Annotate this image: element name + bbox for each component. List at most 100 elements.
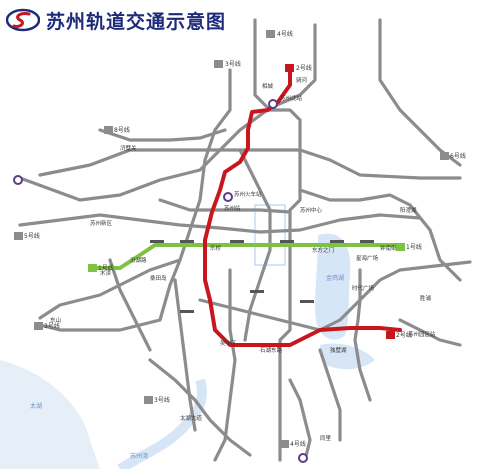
transfer-suzhou-station-icon[interactable]	[223, 192, 233, 202]
lake-taihu	[0, 360, 100, 469]
river-south	[117, 378, 207, 469]
line-badge-label: 1号线	[98, 264, 114, 272]
line3-path	[253, 18, 302, 462]
line14-path	[298, 188, 462, 282]
line-badge-label: 4号线	[290, 440, 306, 448]
badge-line2-north[interactable]: 2号线	[285, 64, 312, 72]
line-badge-label: 2号线	[296, 64, 312, 72]
line-badge-label: 3号线	[154, 396, 170, 404]
station-tick	[280, 240, 294, 243]
line-badge-label: 5号线	[24, 232, 40, 240]
lake-dushu	[320, 343, 375, 370]
line-badge-label: 4号线	[277, 30, 293, 38]
station-tick	[180, 310, 194, 313]
station-label[interactable]: 苏州北站	[280, 94, 303, 102]
badge-line2-east[interactable]: 2号线	[386, 331, 412, 339]
place-label-taihu: 太湖	[30, 402, 42, 410]
line7-path	[378, 18, 462, 167]
station-tick	[230, 240, 244, 243]
line22-path	[158, 198, 292, 214]
line10-path	[198, 260, 472, 332]
line18-path	[148, 358, 252, 457]
station-ticks	[150, 240, 374, 313]
badge-line6-east[interactable]: 6号线	[440, 152, 466, 160]
place-label-jinji: 金鸡湖	[326, 274, 344, 282]
badge-line3-north[interactable]: 3号线	[214, 60, 241, 68]
line4-path	[18, 23, 317, 202]
badge-line1-west[interactable]: 1号线	[88, 264, 114, 272]
map-title: 苏州轨道交通示意图	[46, 10, 227, 33]
transfer-suzhou-north-icon[interactable]	[268, 99, 278, 109]
station-label[interactable]: 苏州火车站	[234, 190, 262, 198]
station-label[interactable]: 木渎	[100, 269, 112, 277]
station-label[interactable]: 桑田岛	[150, 274, 167, 282]
central-block	[254, 204, 286, 266]
line11-path	[213, 268, 237, 462]
line-badge-label: 3号线	[225, 60, 241, 68]
line-badges: 2号线 3号线 4号线 5号线 8号线 1号线 1号线 2号线	[14, 30, 466, 448]
station-label[interactable]: 汾湖路	[130, 256, 147, 264]
station-label[interactable]: 阳澄湖	[400, 206, 417, 214]
station-tick	[150, 240, 164, 243]
station-label[interactable]: 胜浦	[420, 294, 432, 302]
station-tick	[330, 240, 344, 243]
badge-line3-south[interactable]: 3号线	[144, 396, 170, 404]
line-badge-label: 6号线	[450, 152, 466, 160]
line16-path	[318, 348, 342, 442]
station-tick	[300, 300, 314, 303]
line-badge-label: 1号线	[406, 243, 422, 251]
station-label[interactable]: 东山	[50, 316, 61, 324]
badge-line8-west[interactable]: 8号线	[104, 126, 130, 134]
line13-path	[238, 148, 272, 342]
badge-line3-west[interactable]: 3号线	[34, 322, 60, 330]
station-label[interactable]: 浒墅关	[120, 144, 137, 152]
station-label[interactable]: 乐桥	[210, 244, 222, 252]
line8-path	[98, 128, 227, 142]
station-label[interactable]: 苏州站	[224, 204, 241, 212]
line12-path	[173, 278, 197, 432]
station-tick	[180, 240, 194, 243]
station-label[interactable]: 苏州新区	[90, 219, 113, 227]
station-label[interactable]: 东方之门	[312, 246, 334, 254]
station-tick	[250, 290, 264, 293]
lake-jinji	[315, 233, 351, 340]
place-label-bay: 苏州湾	[130, 452, 148, 460]
badge-line1-east[interactable]: 1号线	[396, 243, 422, 251]
transfer-west-icon[interactable]	[13, 175, 23, 185]
station-label[interactable]: 星海广场	[356, 254, 379, 262]
station-label[interactable]: 同里	[320, 435, 332, 442]
line-badge-label: 3号线	[44, 322, 60, 330]
line15-path	[108, 258, 152, 352]
station-label[interactable]: 骑河	[296, 76, 308, 84]
line9-path	[18, 213, 422, 234]
station-label[interactable]: 独墅湖	[330, 346, 347, 354]
line17-path	[398, 318, 462, 347]
badge-line4-south[interactable]: 4号线	[280, 440, 306, 448]
badge-line4-north[interactable]: 4号线	[266, 30, 293, 38]
station-labels: 骑河 苏州北站 苏州火车站 苏州站 乐桥 东方之门 星海广场 时代广场 钟南街 …	[50, 76, 436, 442]
line5-path	[38, 148, 462, 180]
transfer-south-icon[interactable]	[298, 453, 308, 463]
transfer-stations	[13, 99, 308, 463]
line6-path	[38, 68, 232, 332]
map-header: 苏州轨道交通示意图	[6, 5, 226, 35]
station-label[interactable]: 时代广场	[352, 284, 375, 292]
other-lines	[18, 18, 472, 462]
badge-line5-west[interactable]: 5号线	[14, 232, 40, 240]
station-label[interactable]: 石湖东路	[260, 346, 283, 354]
line21-path	[38, 258, 182, 320]
station-label[interactable]: 苏州中心	[300, 206, 323, 214]
line19-path	[288, 378, 312, 462]
station-label[interactable]: 钟南街	[380, 244, 397, 252]
line-badge-label: 2号线	[396, 331, 412, 339]
station-label[interactable]: 太湖大道	[180, 414, 203, 422]
station-label[interactable]: 苏州园区站	[408, 330, 436, 338]
place-labels: 太湖 金鸡湖 苏州湾	[30, 274, 344, 460]
station-label[interactable]: 吴中区	[220, 339, 237, 347]
suzhou-metro-logo-icon	[6, 8, 40, 32]
line1-path	[93, 243, 402, 270]
station-tick	[360, 240, 374, 243]
station-label[interactable]: 相城	[262, 82, 274, 90]
line-badge-label: 8号线	[114, 126, 130, 134]
